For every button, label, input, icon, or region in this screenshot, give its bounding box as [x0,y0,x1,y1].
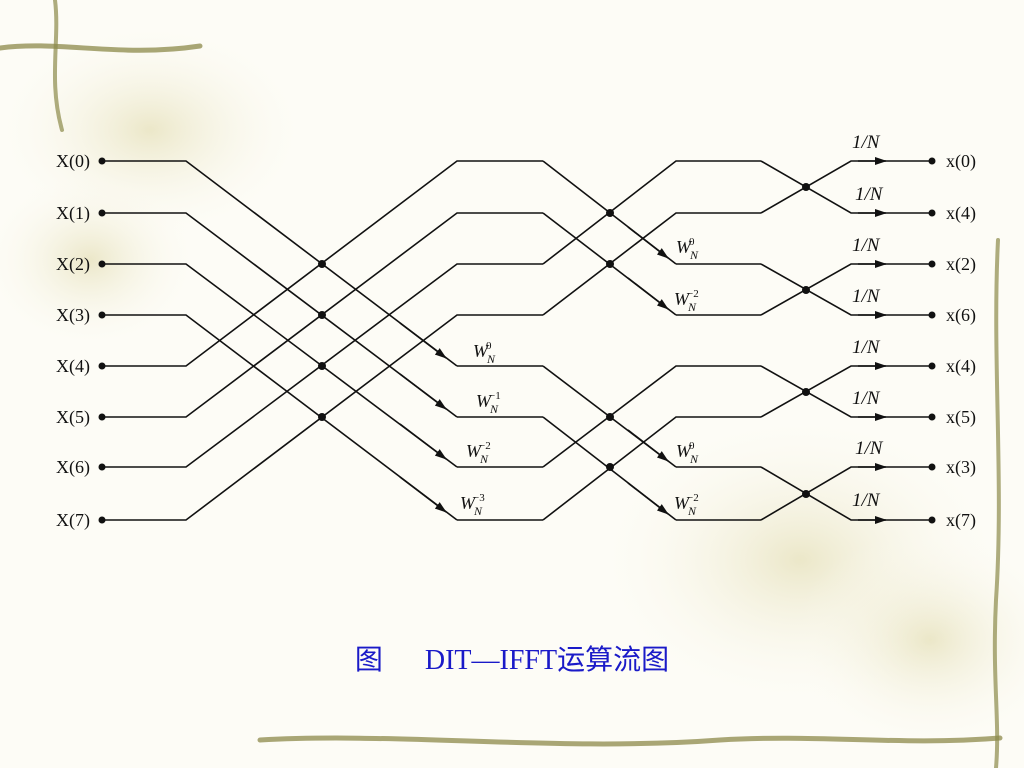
scale-label: 1/N [855,438,884,459]
stage2-up-branch [542,212,761,316]
twiddle-label: WN−2 [674,492,699,518]
stage2-arrow [627,226,669,259]
output-arrows [858,157,887,524]
output-label: x(4) [946,203,976,224]
stage1-arrows [399,322,447,513]
stage1-down-branch [102,263,458,468]
twiddle-label: WN0 [473,340,496,366]
twiddle-label: WN−2 [466,440,491,466]
butterfly-node [606,209,614,217]
stage2-arrows [627,226,669,515]
stage3-branch [760,466,932,521]
caption-title: DIT—IFFT运算流图 [424,645,670,676]
output-label: x(2) [946,254,976,275]
input-label: X(3) [56,305,90,326]
stage3-branch [760,365,932,418]
stage1-down-branch [102,160,458,367]
stage1-twiddle-labels: WN0 WN−1 WN−2 WN−3 [460,340,501,518]
twiddle-label: WN−2 [674,288,699,314]
butterfly-node [318,311,326,319]
input-label: X(4) [56,356,90,377]
butterfly-node [318,260,326,268]
butterfly-node [606,463,614,471]
output-label: x(3) [946,457,976,478]
output-labels: x(0) x(4) x(2) x(6) x(4) x(5) x(3) x(7) [946,151,976,531]
stage1-down-branch [102,314,458,521]
caption-gap [383,645,425,676]
stage1-down-branch [102,212,458,418]
output-label: x(7) [946,510,976,531]
butterfly-node [802,490,810,498]
output-label: x(5) [946,407,976,428]
scale-label: 1/N [852,337,881,358]
butterfly-node [606,260,614,268]
input-labels: X(0) X(1) X(2) X(3) X(4) X(5) X(6) X(7) [56,151,90,531]
stage3-branch [760,160,932,214]
scale-label: 1/N [852,490,881,511]
stage2-arrow [627,277,669,310]
output-node [928,413,936,421]
input-label: X(1) [56,203,90,224]
stage1-arrow [399,373,447,410]
output-node [928,516,936,524]
scale-label: 1/N [852,235,881,256]
output-node [928,311,936,319]
twiddle-label: WN0 [676,236,699,262]
output-label: x(6) [946,305,976,326]
butterfly-node [802,183,810,191]
output-node [928,157,936,165]
output-node [928,463,936,471]
stage3-branch [760,263,932,316]
input-label: X(0) [56,151,90,172]
butterfly-node [606,413,614,421]
stage2-twiddle-labels: WN0 WN−2 WN0 WN−2 [674,236,699,518]
scale-label: 1/N [852,388,881,409]
stage3-branch [760,160,932,214]
output-node [928,209,936,217]
input-label: X(6) [56,457,90,478]
stage3-butterflies [760,160,932,521]
twiddle-label: WN−1 [476,390,501,416]
input-label: X(7) [56,510,90,531]
butterfly-node [318,362,326,370]
caption-prefix: 图 [354,645,383,676]
output-node [928,260,936,268]
output-label: x(0) [946,151,976,172]
stage1-arrow [399,423,447,460]
scale-label: 1/N [852,286,881,307]
stage2-arrow [627,482,669,515]
stage3-nodes [802,183,810,498]
stage1-nodes [318,260,326,421]
input-label: X(2) [56,254,90,275]
input-label: X(5) [56,407,90,428]
scale-label: 1/N [855,184,884,205]
stage2-up-branch [542,160,761,265]
stage3-branch [760,466,932,521]
output-label: x(4) [946,356,976,377]
scale-labels: 1/N 1/N 1/N 1/N 1/N 1/N 1/N 1/N [852,132,884,511]
twiddle-label: WN0 [676,440,699,466]
twiddle-label: WN−3 [460,492,485,518]
stage2-up-branch [542,365,761,468]
stage1-arrow [399,476,447,513]
stage2-arrow [627,429,669,462]
stage3-branch [760,263,932,316]
stage2-up-branch [542,416,761,521]
stage1-arrow [399,322,447,359]
stage3-branch [760,365,932,418]
stage2-nodes [606,209,614,471]
output-node [928,362,936,370]
figure-caption: 图 DIT—IFFT运算流图 [0,638,1024,678]
butterfly-node [318,413,326,421]
output-nodes [928,157,936,524]
scale-label: 1/N [852,132,881,153]
butterfly-node [802,286,810,294]
butterfly-node [802,388,810,396]
